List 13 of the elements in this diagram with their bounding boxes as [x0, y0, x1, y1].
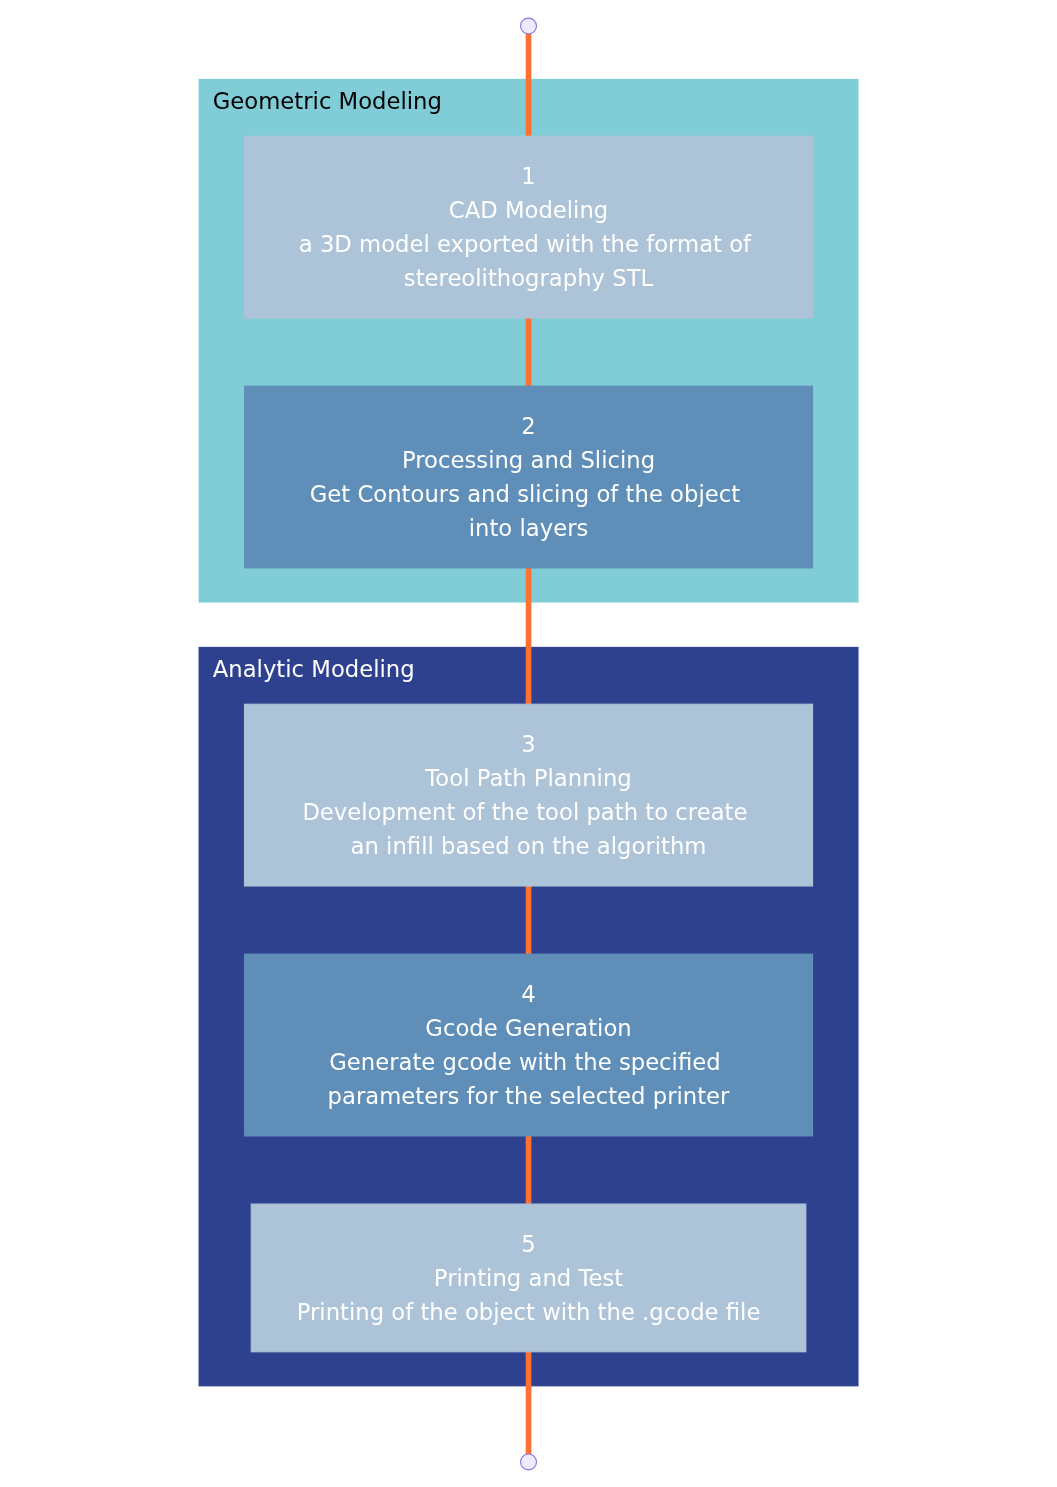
node-box: 4 Gcode Generation Generate gcode with the specified parameters for the selected printer [243, 953, 814, 1136]
connector [525, 1135, 532, 1204]
node-box: 5 Printing and Test Printing of the object with the .gcode file [250, 1203, 807, 1352]
node-box: 3 Tool Path Planning Development of the tool path to create an infill based on the algorithm [243, 703, 814, 887]
connector [525, 317, 532, 386]
connector [525, 33, 532, 136]
node-circle [519, 1452, 538, 1470]
node-box: 1 CAD Modeling a 3D model exported with the format of stereolithography STL [243, 135, 814, 319]
connector [525, 567, 532, 704]
node-box: 2 Processing and Slicing Get Contours and slicing of the object into layers [243, 385, 814, 568]
connector [525, 1351, 532, 1454]
connector [525, 885, 532, 954]
node-circle [519, 17, 538, 35]
